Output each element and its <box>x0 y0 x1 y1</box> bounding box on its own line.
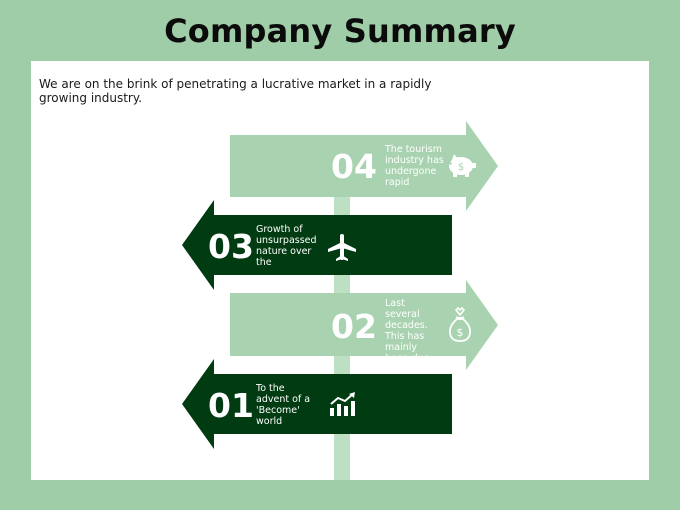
sign-04-arrow <box>230 121 498 211</box>
sign-03-text: Growth of unsurpassed nature over the <box>256 224 317 268</box>
piggy-bank-icon: $ <box>444 151 478 185</box>
sign-02-number: 02 <box>331 307 377 346</box>
sign-03-arrow <box>182 200 452 290</box>
sign-02-arrow <box>230 280 498 370</box>
svg-text:$: $ <box>457 326 464 339</box>
sign-04-number: 04 <box>331 147 377 186</box>
page-title: Company Summary <box>164 12 516 50</box>
sign-03-number: 03 <box>208 227 254 266</box>
growth-chart-icon <box>328 392 358 422</box>
content-panel: We are on the brink of penetrating a luc… <box>31 61 649 480</box>
intro-text: We are on the brink of penetrating a luc… <box>39 77 432 105</box>
signpost-arrows <box>182 121 498 449</box>
sign-01-text: To the advent of a 'Become' world <box>256 383 311 427</box>
sign-04-text: The tourism industry has undergone rapid <box>385 144 444 188</box>
airplane-icon <box>327 232 357 266</box>
money-bag-icon: $ <box>447 306 473 347</box>
sign-01-arrow <box>182 359 452 449</box>
sign-02-text: Last several decades. This has mainly be… <box>385 298 430 364</box>
sign-01-number: 01 <box>208 386 254 425</box>
svg-text:$: $ <box>458 162 464 173</box>
